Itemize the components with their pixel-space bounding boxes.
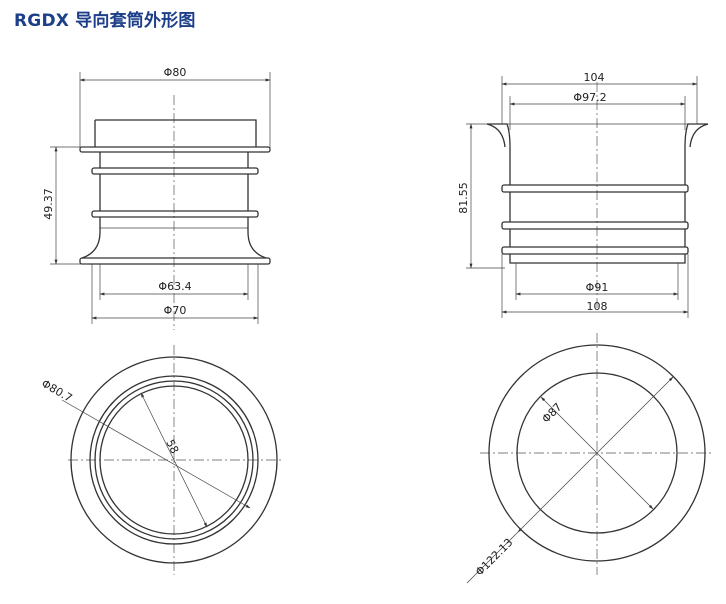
right-top-inner-circle: [516, 372, 678, 534]
left-front-dim-bottom: Φ70: [164, 304, 187, 317]
left-front-bottom-lip: [79, 257, 271, 265]
right-front-flare: [487, 123, 708, 148]
right-front-dim-top-outer: 104: [584, 71, 605, 84]
left-front-dim-top: Φ80: [164, 66, 187, 79]
left-front-bell: [81, 217, 267, 259]
left-front-body: [99, 174, 249, 211]
left-top-flange-circle: [89, 375, 259, 545]
right-front-dim-inner: Φ91: [586, 281, 609, 294]
right-front-dim-height: 81.55: [457, 182, 470, 214]
left-front-ring-2: [91, 210, 259, 218]
right-front-base: [509, 254, 686, 264]
left-top-ring-circle: [94, 380, 254, 540]
right-front-view: 104 Φ97.2 81.55 Φ91 108: [457, 71, 709, 318]
left-top-dim-inner: 58: [163, 437, 181, 455]
right-front-upper-body: [509, 147, 686, 185]
right-top-outer-circle: [488, 344, 706, 562]
left-front-top-body: [94, 119, 257, 147]
left-front-ring-1: [91, 167, 259, 175]
right-front-dim-top-inner: Φ97.2: [573, 91, 606, 104]
left-front-dim-height: 49.37: [42, 188, 55, 220]
right-top-dim-outer: Φ122.13: [473, 536, 516, 579]
right-front-dim-bottom: 108: [587, 300, 608, 313]
left-top-view: Φ80.7 58: [39, 345, 282, 575]
left-top-outer-circle: [70, 356, 278, 564]
left-front-neck: [99, 152, 249, 168]
right-front-ring-3: [501, 246, 689, 255]
left-front-view: Φ80 49.37 Φ63.4 Φ70: [42, 66, 271, 330]
right-front-flare-inner: [486, 123, 709, 148]
left-front-flange: [79, 146, 271, 153]
right-top-dim-inner: Φ87: [539, 400, 564, 425]
right-front-ring-2: [501, 221, 689, 230]
right-front-mid-body: [509, 192, 686, 222]
right-top-dim-line-outer: [517, 376, 674, 533]
diagram-title: RGDX 导向套筒外形图: [14, 11, 196, 31]
right-top-view: Φ87 Φ122.13: [466, 333, 714, 584]
left-front-dim-inner: Φ63.4: [158, 280, 191, 293]
left-top-dim-outer: Φ80.7: [39, 377, 74, 405]
left-top-inner-circle: [99, 385, 249, 535]
left-top-dim-line-inner: [140, 392, 208, 528]
right-front-ring-1: [501, 184, 689, 193]
